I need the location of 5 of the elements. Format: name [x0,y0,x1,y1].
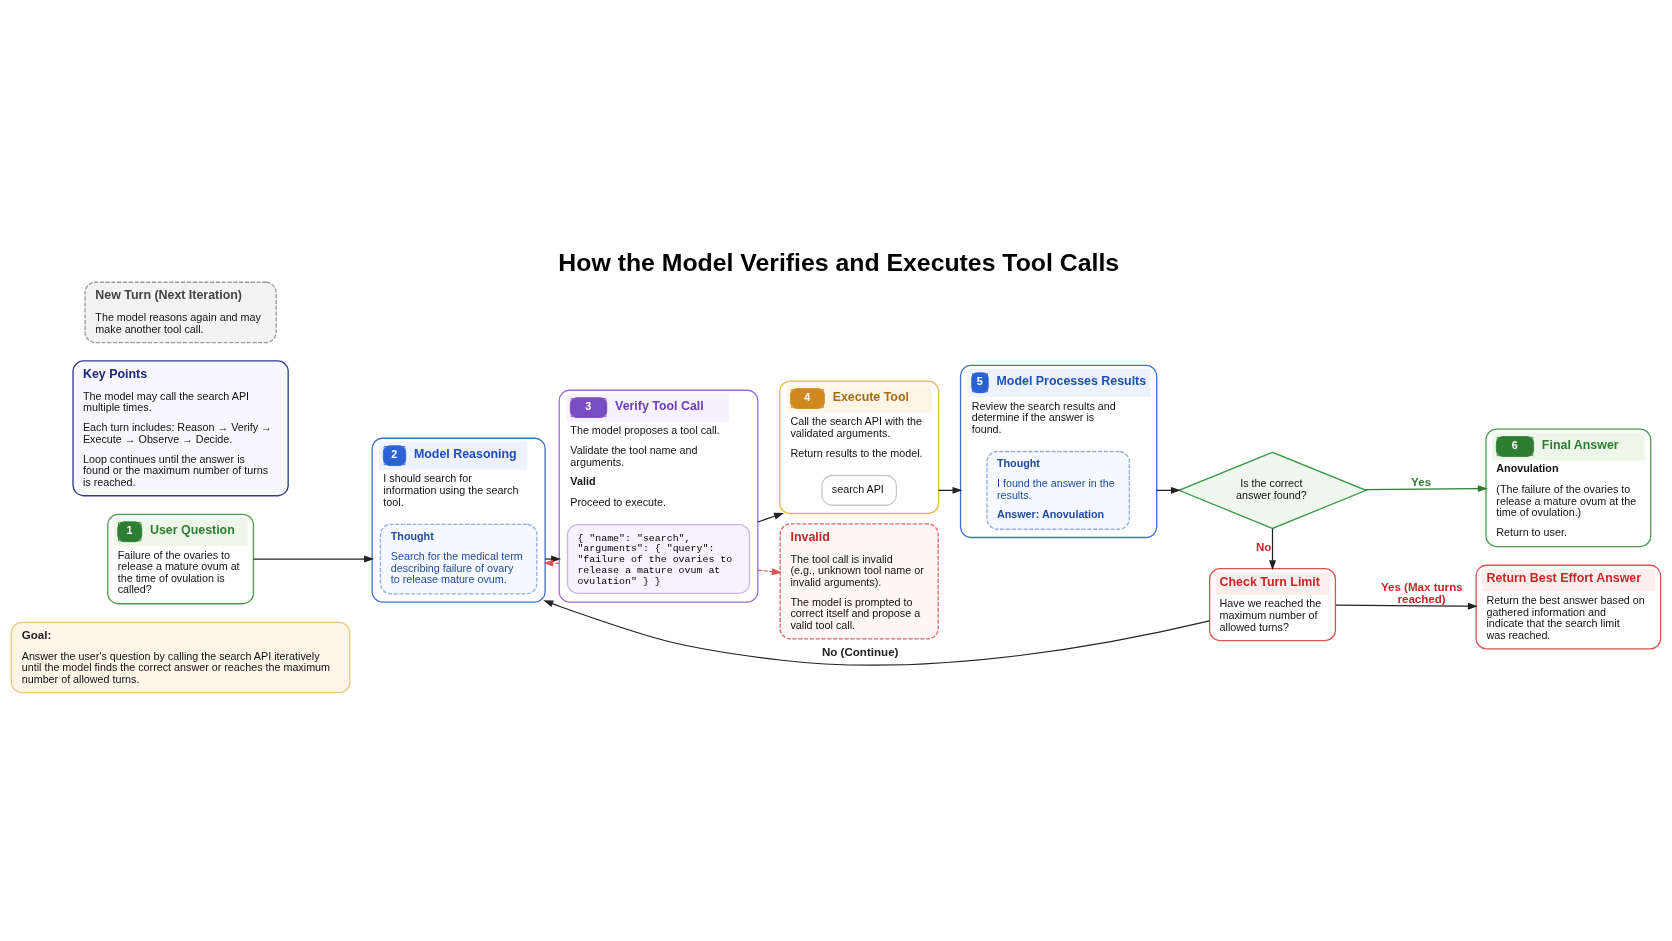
diagram-title: How the Model Verifies and Executes Tool Calls [558,248,1120,276]
edge-label: No (Continue) [821,646,899,659]
edge-label: Yes [1411,475,1432,488]
edge-label: No [1255,540,1272,553]
edge-label: Yes (Max turns reached) [1380,581,1463,606]
